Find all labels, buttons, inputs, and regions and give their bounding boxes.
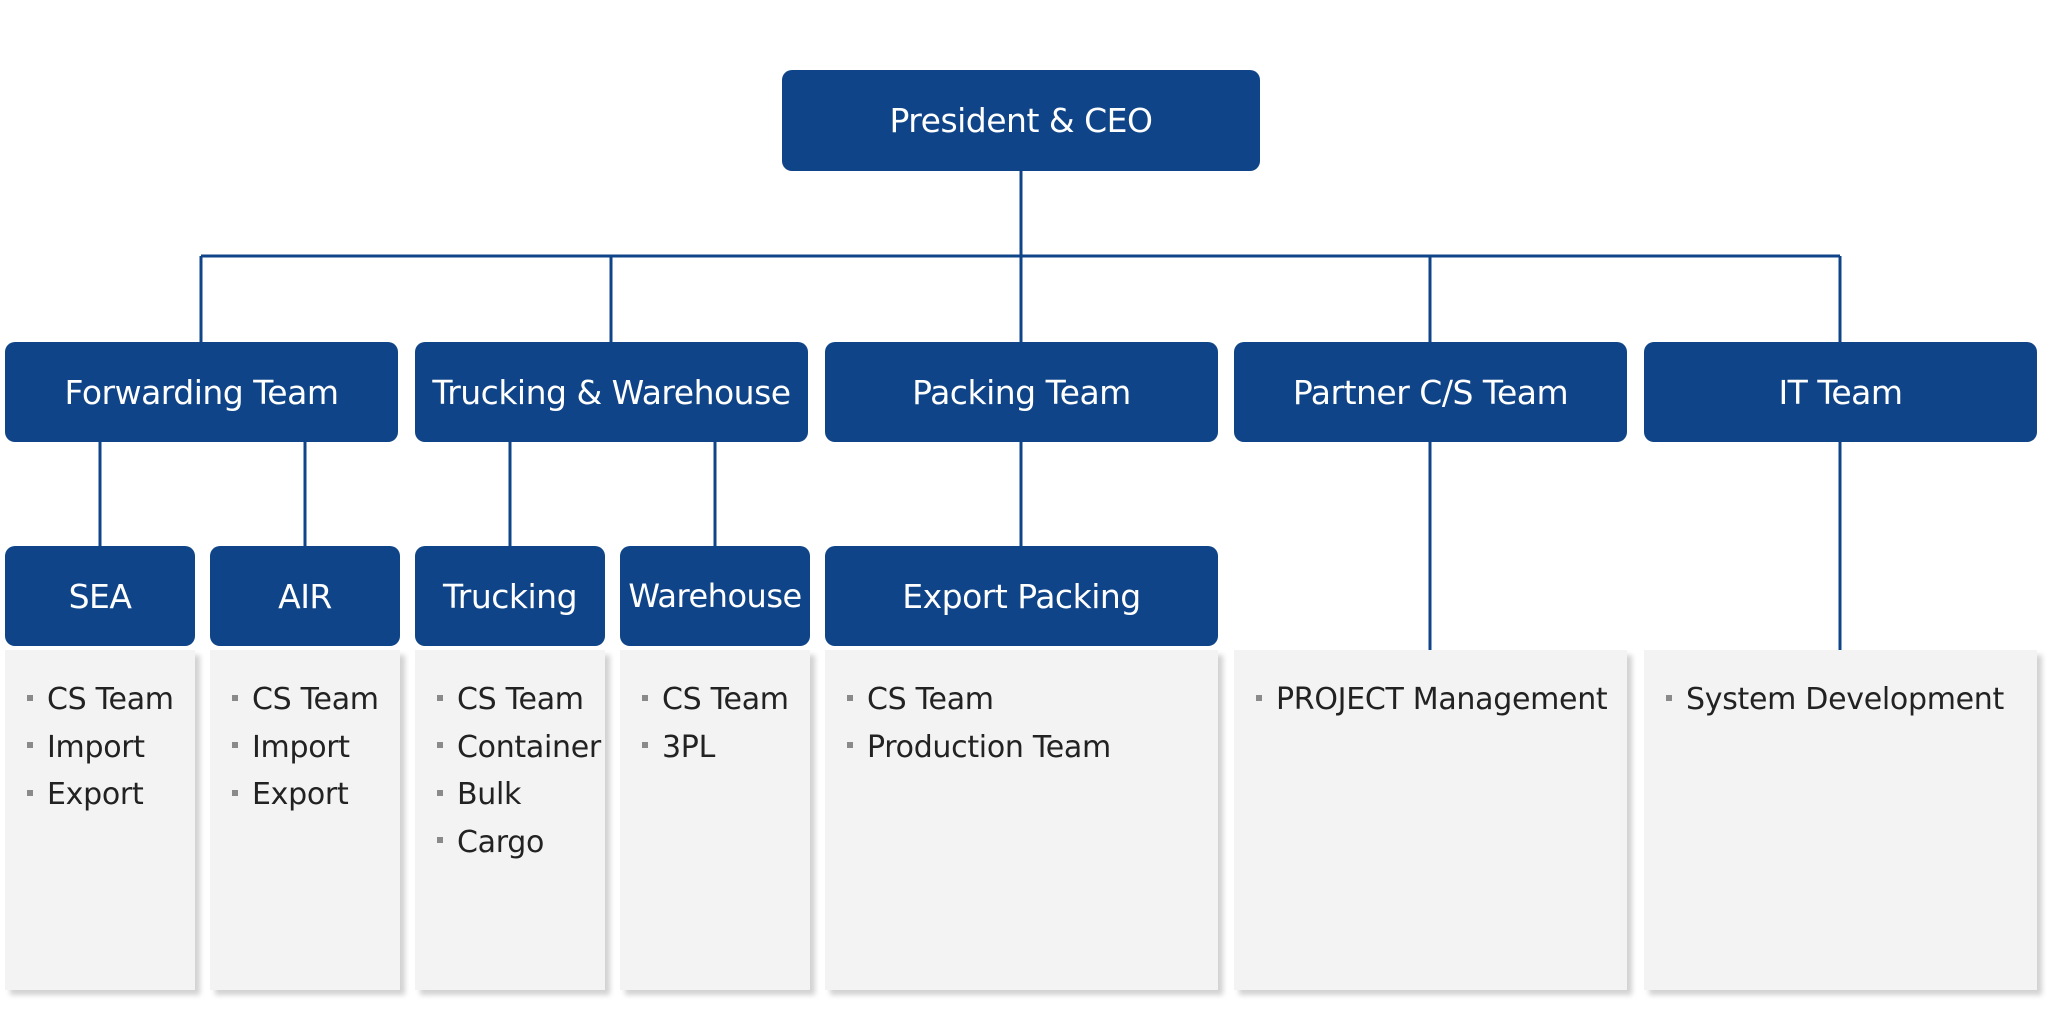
bullet-icon [27, 789, 33, 796]
bullet-icon [232, 789, 238, 796]
unit-label: SEA [68, 576, 132, 616]
unit-box-trucking: Trucking [415, 546, 605, 646]
panel-sea: CS Team Import Export [5, 650, 195, 990]
list-item: CS Team [847, 676, 1218, 724]
bullet-icon [27, 694, 33, 701]
list-item: CS Team [27, 676, 195, 724]
team-label: Trucking & Warehouse [432, 372, 791, 412]
bullet-icon [232, 742, 238, 748]
bullet-icon [437, 742, 443, 748]
panel-air: CS Team Import Export [210, 650, 400, 990]
bullet-icon [642, 694, 648, 701]
bullet-icon [1666, 694, 1672, 701]
unit-box-export-packing: Export Packing [825, 546, 1218, 646]
list-item: PROJECT Management [1256, 676, 1627, 724]
panel-partner-cs: PROJECT Management [1234, 650, 1627, 990]
team-box-trucking-warehouse: Trucking & Warehouse [415, 342, 808, 442]
bullet-icon [847, 694, 853, 701]
panel-warehouse: CS Team 3PL [620, 650, 810, 990]
team-box-forwarding: Forwarding Team [5, 342, 398, 442]
team-label: IT Team [1778, 372, 1903, 412]
bullet-icon [1256, 694, 1262, 701]
bullet-icon [437, 837, 443, 843]
unit-box-air: AIR [210, 546, 400, 646]
team-label: Packing Team [912, 372, 1131, 412]
team-box-partner-cs: Partner C/S Team [1234, 342, 1627, 442]
ceo-label: President & CEO [889, 101, 1153, 140]
bullet-icon [437, 789, 443, 796]
bullet-icon [642, 742, 648, 748]
list-item: CS Team [437, 676, 605, 724]
team-box-it: IT Team [1644, 342, 2037, 442]
list-item: CS Team [232, 676, 400, 724]
list-item: Export [27, 771, 195, 819]
bullet-icon [437, 694, 443, 701]
unit-box-sea: SEA [5, 546, 195, 646]
unit-label: Export Packing [902, 576, 1141, 616]
unit-label: Trucking [442, 576, 578, 616]
list-item: Bulk [437, 771, 605, 819]
panel-it: System Development [1644, 650, 2037, 990]
list-item: Export [232, 771, 400, 819]
unit-label: AIR [278, 576, 332, 616]
bullet-icon [847, 742, 853, 748]
team-label: Forwarding Team [64, 372, 339, 412]
bullet-icon [232, 694, 238, 701]
list-item: Cargo [437, 819, 605, 867]
bullet-icon [27, 742, 33, 748]
ceo-box: President & CEO [782, 70, 1260, 171]
panel-export-packing: CS Team Production Team [825, 650, 1218, 990]
unit-label: Warehouse [628, 577, 802, 615]
list-item: Import [232, 724, 400, 772]
list-item: Production Team [847, 724, 1218, 772]
unit-box-warehouse: Warehouse [620, 546, 810, 646]
team-box-packing: Packing Team [825, 342, 1218, 442]
list-item: Import [27, 724, 195, 772]
list-item: 3PL [642, 724, 810, 772]
team-label: Partner C/S Team [1292, 372, 1569, 412]
list-item: CS Team [642, 676, 810, 724]
panel-trucking: CS Team Container Bulk Cargo [415, 650, 605, 990]
list-item: System Development [1666, 676, 2037, 724]
list-item: Container [437, 724, 605, 772]
